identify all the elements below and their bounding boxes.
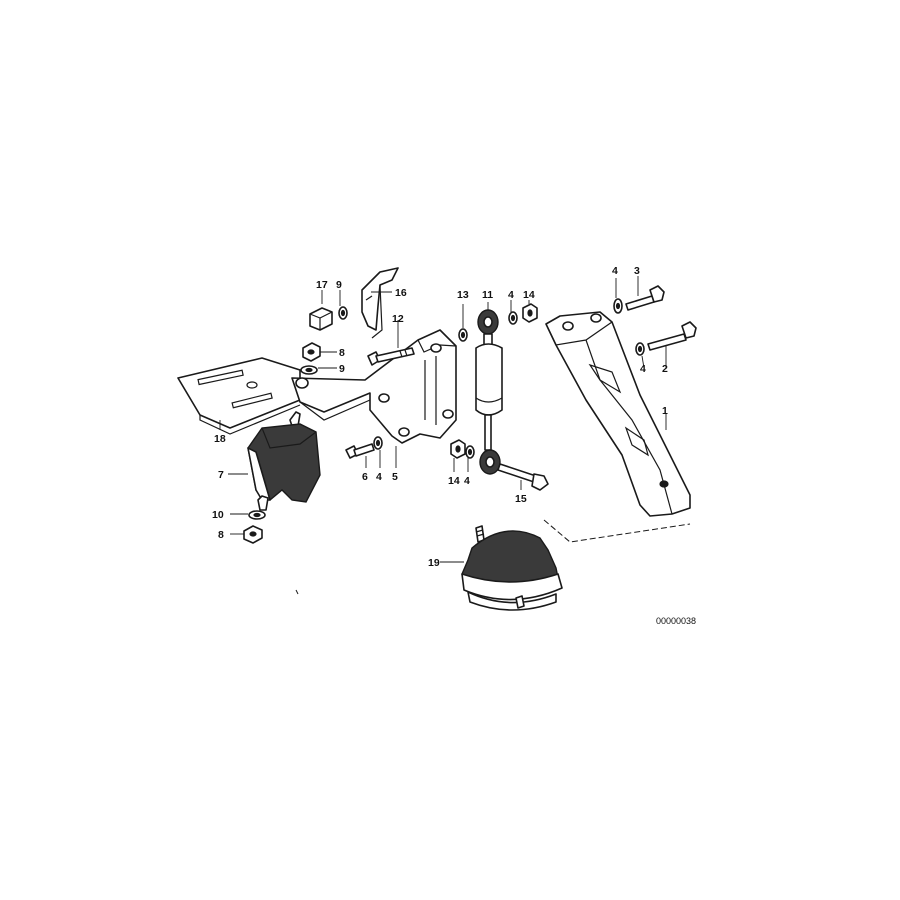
bolt-3 bbox=[625, 285, 665, 311]
callout-12: 12 bbox=[392, 313, 404, 325]
callout-17: 17 bbox=[316, 279, 328, 291]
rubber-engine-mount bbox=[247, 411, 321, 511]
mounting-plate bbox=[177, 357, 301, 435]
nut-8-lower bbox=[243, 525, 263, 544]
callout-14-bottom: 14 bbox=[448, 475, 460, 487]
callout-4-shock-top: 4 bbox=[508, 289, 514, 301]
washer-4-shock-top bbox=[508, 311, 518, 325]
washer-4-arm-top bbox=[613, 298, 623, 314]
nut-14-top bbox=[522, 303, 538, 323]
callout-4-arm-bottom: 4 bbox=[640, 363, 646, 375]
small-bracket bbox=[361, 267, 399, 339]
bolt-17 bbox=[309, 307, 333, 331]
callout-8-lower: 8 bbox=[218, 529, 224, 541]
callout-4-shock-bottom: 4 bbox=[464, 475, 470, 487]
support-arm bbox=[545, 311, 691, 517]
callout-9-lower: 9 bbox=[339, 363, 345, 375]
callout-14-top: 14 bbox=[523, 289, 535, 301]
callout-6: 6 bbox=[362, 471, 368, 483]
washer-4-arm-bottom bbox=[635, 342, 645, 356]
engine-support-bracket bbox=[291, 329, 457, 444]
callout-8-upper: 8 bbox=[339, 347, 345, 359]
callout-15: 15 bbox=[515, 493, 527, 505]
callout-1: 1 bbox=[662, 405, 668, 417]
callout-5: 5 bbox=[392, 471, 398, 483]
washer-13 bbox=[458, 328, 468, 342]
bolt-15 bbox=[497, 463, 549, 491]
nut-8-upper bbox=[302, 342, 321, 362]
washer-4-left bbox=[373, 436, 383, 450]
alignment-line-short bbox=[295, 589, 299, 595]
callout-10: 10 bbox=[212, 509, 224, 521]
callout-4-left: 4 bbox=[376, 471, 382, 483]
leader-lines bbox=[219, 276, 667, 563]
washer-10 bbox=[248, 510, 266, 520]
bolt-2 bbox=[647, 321, 697, 351]
callout-7: 7 bbox=[218, 469, 224, 481]
washer-9-lower bbox=[300, 365, 318, 375]
callout-4-arm-top: 4 bbox=[612, 265, 618, 277]
washer-4-shock-bottom bbox=[465, 445, 475, 459]
round-rubber-mount bbox=[461, 525, 563, 611]
nut-14-bottom bbox=[450, 439, 466, 459]
callout-3: 3 bbox=[634, 265, 640, 277]
callout-9-top: 9 bbox=[336, 279, 342, 291]
diagram-code: 00000038 bbox=[656, 616, 696, 626]
bolt-6 bbox=[345, 443, 375, 459]
callout-19: 19 bbox=[428, 557, 440, 569]
callout-13: 13 bbox=[457, 289, 469, 301]
callout-18: 18 bbox=[214, 433, 226, 445]
callout-11: 11 bbox=[482, 289, 493, 301]
callout-16: 16 bbox=[395, 287, 407, 299]
alignment-line bbox=[543, 519, 691, 543]
callout-2: 2 bbox=[662, 363, 668, 375]
bolt-12 bbox=[367, 347, 415, 366]
shock-absorber bbox=[475, 309, 503, 475]
washer-9-top bbox=[338, 306, 348, 320]
